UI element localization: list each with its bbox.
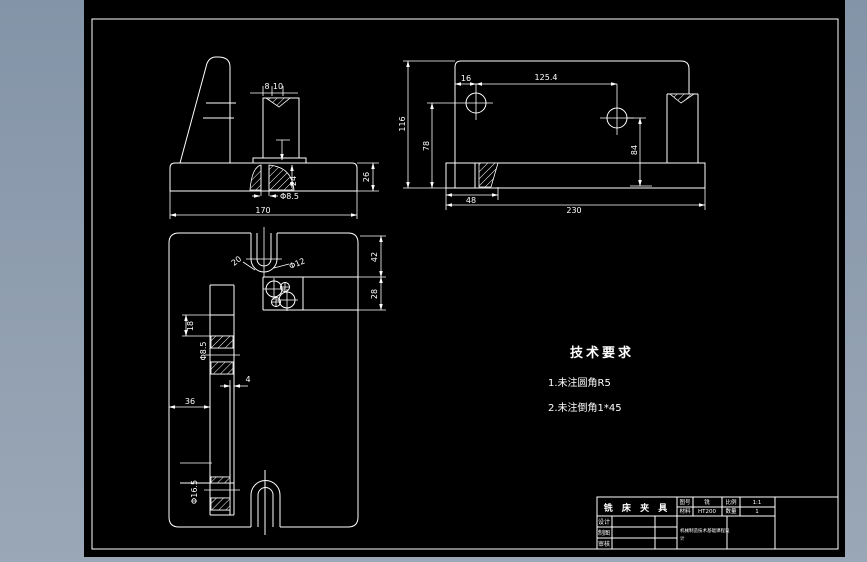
front-base-outline	[169, 162, 358, 192]
front-bore-hatch-right	[268, 164, 295, 191]
plan-dim-125: 125.4	[535, 73, 558, 82]
title-block-scale-value: 1:1	[753, 500, 762, 506]
top-outline	[168, 232, 359, 528]
view-plan: 16 125.4 116 78 84 48 230	[398, 60, 706, 215]
plan-dim-230: 230	[566, 206, 581, 215]
title-block-drawing-no: 铣	[704, 498, 710, 506]
title-block-grid	[596, 496, 839, 550]
title-block-drawing-no-label: 图号	[679, 498, 691, 506]
title-block-qty-label: 数量	[725, 507, 737, 515]
front-chamfer-hatch	[264, 97, 292, 108]
title-block-course-line1: 机械制造技术基础课程设	[680, 527, 730, 534]
top-dim-4: 4	[245, 375, 250, 384]
title-block-material-label: 材料	[679, 507, 691, 515]
front-dim-8: 8	[264, 82, 269, 91]
title-block-scale-label: 比例	[725, 498, 737, 506]
tech-requirements-title: 技术要求	[570, 345, 634, 361]
tech-requirement-1: 1.未注圆角R5	[548, 376, 611, 389]
top-dim-dia165: Φ16.5	[190, 480, 199, 504]
plan-base-hatch	[478, 162, 499, 188]
front-extension-lines	[169, 86, 379, 219]
drawing-frame	[91, 18, 839, 550]
top-dim-dia85: Φ8.5	[199, 341, 208, 360]
title-block-sig-row2: 制图	[598, 529, 610, 537]
tech-requirements: 技术要求 1.未注圆角R5 2.未注倒角1*45	[548, 345, 634, 414]
plan-centerlines	[459, 84, 634, 135]
view-front: 8 10 24 Φ8.5 170 26	[169, 56, 379, 219]
top-uslot-lower	[250, 470, 281, 535]
title-block-sig-row3: 审核	[598, 540, 610, 548]
top-dim-36: 36	[185, 397, 195, 406]
plan-dim-48: 48	[466, 196, 476, 205]
top-block-outline	[262, 276, 358, 311]
plan-dim-84: 84	[630, 145, 639, 155]
front-dim-24: 24	[289, 176, 298, 186]
tech-requirement-2: 2.未注倒角1*45	[548, 401, 622, 414]
title-block-material-value: HT200	[698, 509, 716, 515]
drawing-sheet	[84, 0, 845, 557]
plan-chamfer-hatch	[668, 93, 696, 104]
top-hatch-4	[210, 497, 231, 511]
top-hatch-3	[210, 476, 231, 484]
front-dim-10: 10	[273, 82, 283, 91]
title-block-part-name: 铣 床 夹 具	[604, 502, 670, 514]
plan-dim-78: 78	[422, 141, 431, 151]
top-dim-18: 18	[186, 321, 195, 331]
front-tower-outline	[179, 56, 236, 164]
top-hatch-2	[210, 361, 234, 375]
top-uslot-leaders	[242, 227, 290, 277]
plan-dim-16: 16	[461, 74, 471, 83]
top-extension-lines	[180, 235, 386, 491]
title-block-sig-row1: 设计	[598, 518, 610, 526]
view-top: 20 Φ12 42 28 18 Φ8.5 4 36 Φ16.5	[168, 227, 386, 535]
plan-dim-116: 116	[398, 116, 407, 131]
front-dim-dia85: Φ8.5	[280, 192, 299, 201]
title-block-course-line2: 计	[680, 535, 685, 542]
front-dim-26: 26	[362, 172, 371, 182]
top-hatch-1	[210, 335, 234, 349]
title-block-qty-value: 1	[755, 509, 759, 515]
front-dim-170: 170	[255, 206, 270, 215]
title-block: 铣 床 夹 具 设计 制图 审核 图号 铣 比例 1:1 材料 HT200 数量…	[596, 496, 839, 550]
top-dim-42: 42	[370, 252, 379, 262]
top-dim-28: 28	[370, 289, 379, 299]
top-pin-centerlines	[263, 278, 298, 311]
